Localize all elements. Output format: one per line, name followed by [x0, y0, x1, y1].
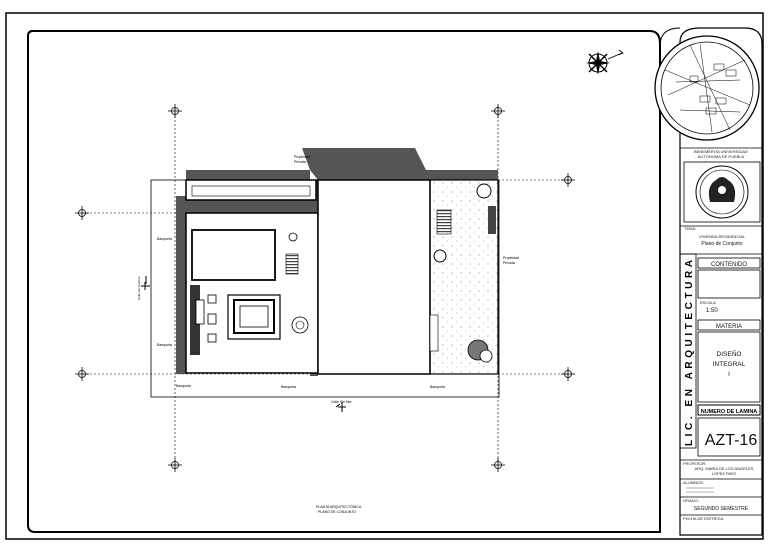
- location-map-streets: [664, 43, 751, 133]
- label-right-line2: Privada: [503, 261, 515, 265]
- profesor-line1: ARQ. MARÍA DE LOS ANGELES: [695, 466, 754, 471]
- axis-marker-icons: [75, 104, 575, 472]
- building-plan: [185, 179, 499, 375]
- profesor-line2: LOPEZ PAEZ: [712, 471, 737, 476]
- semestre-label: GRADO:: [683, 498, 699, 503]
- institution-line1: BENEMÉRITA UNIVERSIDAD: [694, 149, 748, 154]
- label-bottom-2: Banqueta: [281, 385, 296, 389]
- drawing-frame: [27, 30, 661, 533]
- caption-line2: PLANO DE CONJUNTO: [318, 510, 356, 514]
- profesor-label: PROFESOR:: [683, 461, 707, 466]
- sheet-outer-border: [5, 12, 764, 540]
- materia-line2: INTEGRAL: [713, 361, 746, 368]
- project-line2: Plano de Conjunto: [701, 241, 742, 247]
- sheet-number: AZT-16: [705, 432, 758, 449]
- materia-label: MATERIA: [716, 324, 742, 330]
- location-map-circle: [654, 35, 760, 141]
- label-top-line2: Privada: [294, 160, 306, 164]
- north-arrow-icon: [586, 49, 624, 75]
- escala-value: 1:50: [706, 308, 718, 314]
- alumnos-label: ALUMNOS:: [683, 480, 704, 485]
- label-bottom-3: Banqueta: [430, 385, 445, 389]
- materia-line1: DISEÑO: [717, 349, 742, 358]
- label-right-line1: Propiedad: [503, 256, 519, 260]
- fecha-label: FECHA DE ENTREGA: [683, 516, 724, 521]
- title-block: BENEMÉRITA UNIVERSIDAD AUTÓNOMA DE PUEBL…: [654, 27, 763, 536]
- label-left-street: Calle Sin Nombre: [137, 276, 141, 300]
- project-line1: VIVIENDA RESIDENCIAL: [699, 234, 746, 239]
- access-arrow-icons: [141, 276, 346, 412]
- label-top-line1: Propiedad: [294, 155, 310, 159]
- label-left-lower: Banqueta: [157, 343, 172, 347]
- institution-line2: AUTÓNOMA DE PUEBLA: [698, 154, 745, 159]
- escala-label: ESCALA: [700, 300, 716, 305]
- university-seal-icon: [695, 165, 749, 219]
- semestre-value: SEGUNDO SEMESTRE: [694, 506, 749, 512]
- materia-line3: I: [728, 371, 730, 378]
- numero-label: NUMERO DE LAMINA: [701, 409, 758, 415]
- tema-label: TEMA:: [684, 226, 696, 231]
- caption-line1: PLANTA ARQUITECTÓNICA: [316, 504, 362, 509]
- vertical-title: LIC. EN ARQUITECTURA: [684, 260, 695, 446]
- contenido-label: CONTENIDO: [711, 262, 747, 268]
- label-left-upper: Banqueta: [157, 237, 172, 241]
- label-bottom-1: Banqueta: [176, 384, 191, 388]
